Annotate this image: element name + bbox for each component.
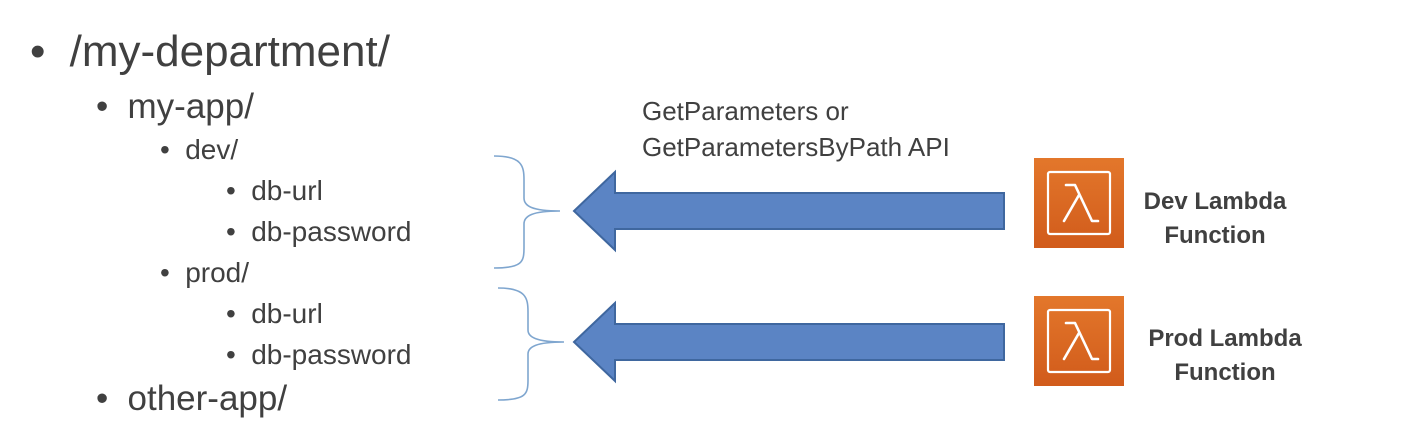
bullet: •: [160, 134, 170, 165]
tree-item-prod-db-password: • db-password: [226, 341, 412, 369]
prod-lambda-label-line1: Prod Lambda: [1148, 325, 1302, 352]
tree-item-label: my-app/: [127, 87, 254, 126]
tree-item-my-app: • my-app/: [96, 89, 254, 124]
tree-item-other-app: • other-app/: [96, 381, 287, 416]
bullet: •: [226, 298, 236, 329]
prod-lambda-icon: [1034, 296, 1124, 386]
dev-brace: [493, 155, 561, 269]
dev-lambda-label-line1: Dev Lambda: [1143, 188, 1287, 215]
tree-item-label: other-app/: [127, 379, 288, 418]
dev-lambda-label: Dev Lambda Function: [1125, 185, 1305, 253]
api-label-line2: GetParametersByPath API: [642, 132, 950, 162]
bullet: •: [226, 175, 236, 206]
bullet: •: [96, 87, 109, 126]
api-label: GetParameters or GetParametersByPath API: [642, 93, 950, 165]
prod-arrow: [572, 300, 1005, 384]
prod-lambda-label: Prod Lambda Function: [1135, 322, 1315, 390]
bullet: •: [30, 27, 46, 76]
dev-arrow: [572, 169, 1005, 253]
tree-item-prod: • prod/: [160, 259, 249, 287]
tree-item-dev-db-password: • db-password: [226, 218, 412, 246]
dev-lambda-label-line2: Function: [1164, 222, 1266, 249]
tree-item-my-department: • /my-department/: [30, 30, 390, 74]
tree-item-dev-db-url: • db-url: [226, 177, 323, 205]
prod-lambda-label-line2: Function: [1174, 359, 1276, 386]
tree-item-label: db-url: [251, 175, 323, 206]
tree-item-label: db-password: [251, 339, 412, 370]
tree-item-dev: • dev/: [160, 136, 238, 164]
api-label-line1: GetParameters or: [642, 96, 849, 126]
tree-item-label: prod/: [185, 257, 250, 288]
bullet: •: [226, 216, 236, 247]
prod-brace: [497, 287, 565, 401]
bullet: •: [226, 339, 236, 370]
dev-lambda-icon: [1034, 158, 1124, 248]
tree-item-label: db-url: [251, 298, 323, 329]
tree-item-prod-db-url: • db-url: [226, 300, 323, 328]
tree-item-label: /my-department/: [69, 27, 390, 76]
bullet: •: [96, 379, 109, 418]
lambda-icon: [1046, 170, 1112, 236]
tree-item-label: db-password: [251, 216, 412, 247]
tree-item-label: dev/: [185, 134, 239, 165]
lambda-icon: [1046, 308, 1112, 374]
bullet: •: [160, 257, 170, 288]
